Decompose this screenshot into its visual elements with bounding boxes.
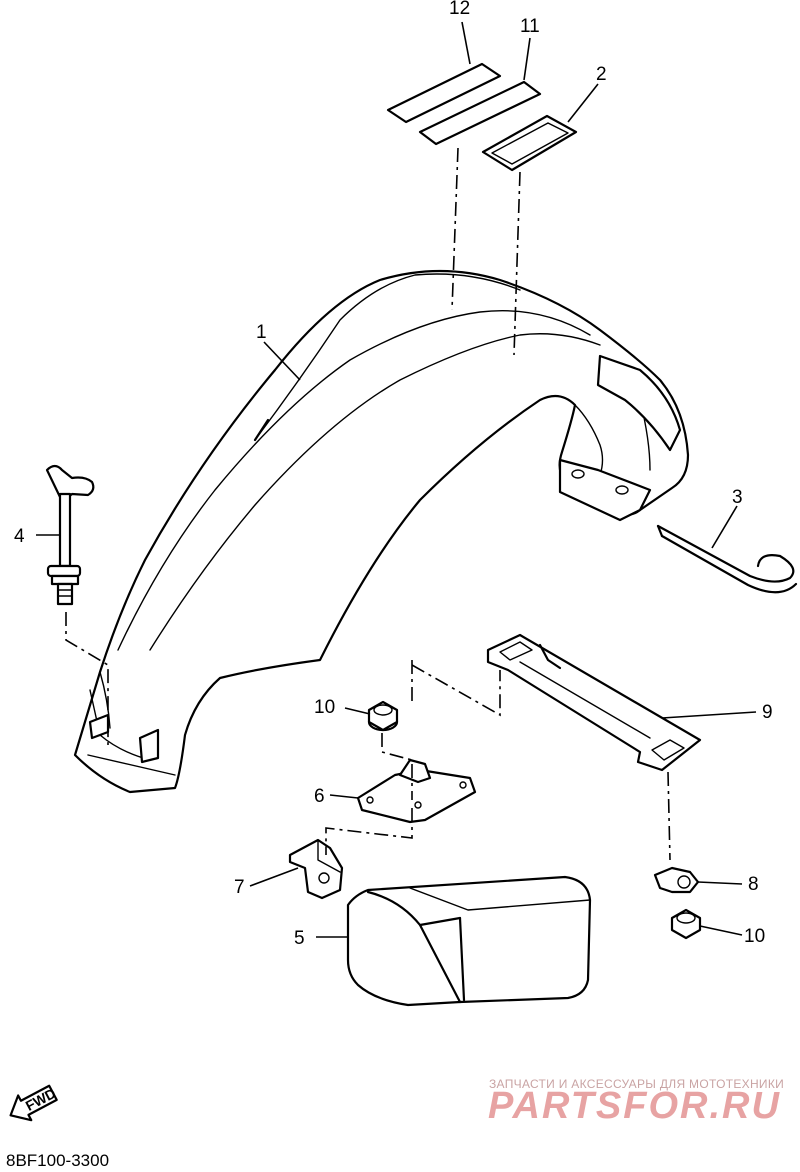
callout-8: 8 [748, 874, 759, 895]
callout-9: 9 [762, 702, 773, 723]
nut-10-upper [367, 700, 399, 732]
assembly-lines [65, 147, 671, 861]
diagram-code: 8BF100-3300 [6, 1151, 109, 1170]
callout-1: 1 [256, 322, 267, 343]
clip-bracket-7 [288, 838, 344, 900]
callout-3: 3 [732, 487, 743, 508]
wing-bolt-4 [45, 464, 95, 606]
watermark-brand: PARTSFOR.RU [488, 1085, 781, 1127]
decal-11 [418, 80, 542, 146]
clip-8 [653, 866, 700, 894]
callout-10-lower: 10 [744, 926, 765, 947]
callout-12: 12 [449, 0, 470, 19]
bracket-plate-6 [356, 758, 477, 824]
strap-9 [486, 633, 702, 772]
callout-10-upper: 10 [314, 697, 335, 718]
callout-5: 5 [294, 928, 305, 949]
callout-7: 7 [234, 877, 245, 898]
callouts: 12 11 2 1 3 4 9 10 6 7 5 8 10 [14, 0, 773, 949]
callout-6: 6 [314, 786, 325, 807]
leader-lines [36, 21, 757, 938]
watermark-subtitle: ЗАПЧАСТИ И АКСЕССУАРЫ ДЛЯ МОТОТЕХНИКИ [489, 1077, 784, 1091]
decal-2 [481, 114, 578, 172]
callout-4: 4 [14, 526, 25, 547]
decal-12 [386, 62, 502, 124]
callout-2: 2 [596, 64, 607, 85]
box-5 [346, 875, 592, 1007]
rod-3 [656, 524, 798, 594]
watermark: ЗАПЧАСТИ И АКСЕССУАРЫ ДЛЯ МОТОТЕХНИКИ PA… [488, 1077, 784, 1127]
callout-11: 11 [520, 16, 540, 37]
fwd-arrow: FWD [9, 1084, 58, 1122]
nut-10-lower [670, 908, 702, 940]
